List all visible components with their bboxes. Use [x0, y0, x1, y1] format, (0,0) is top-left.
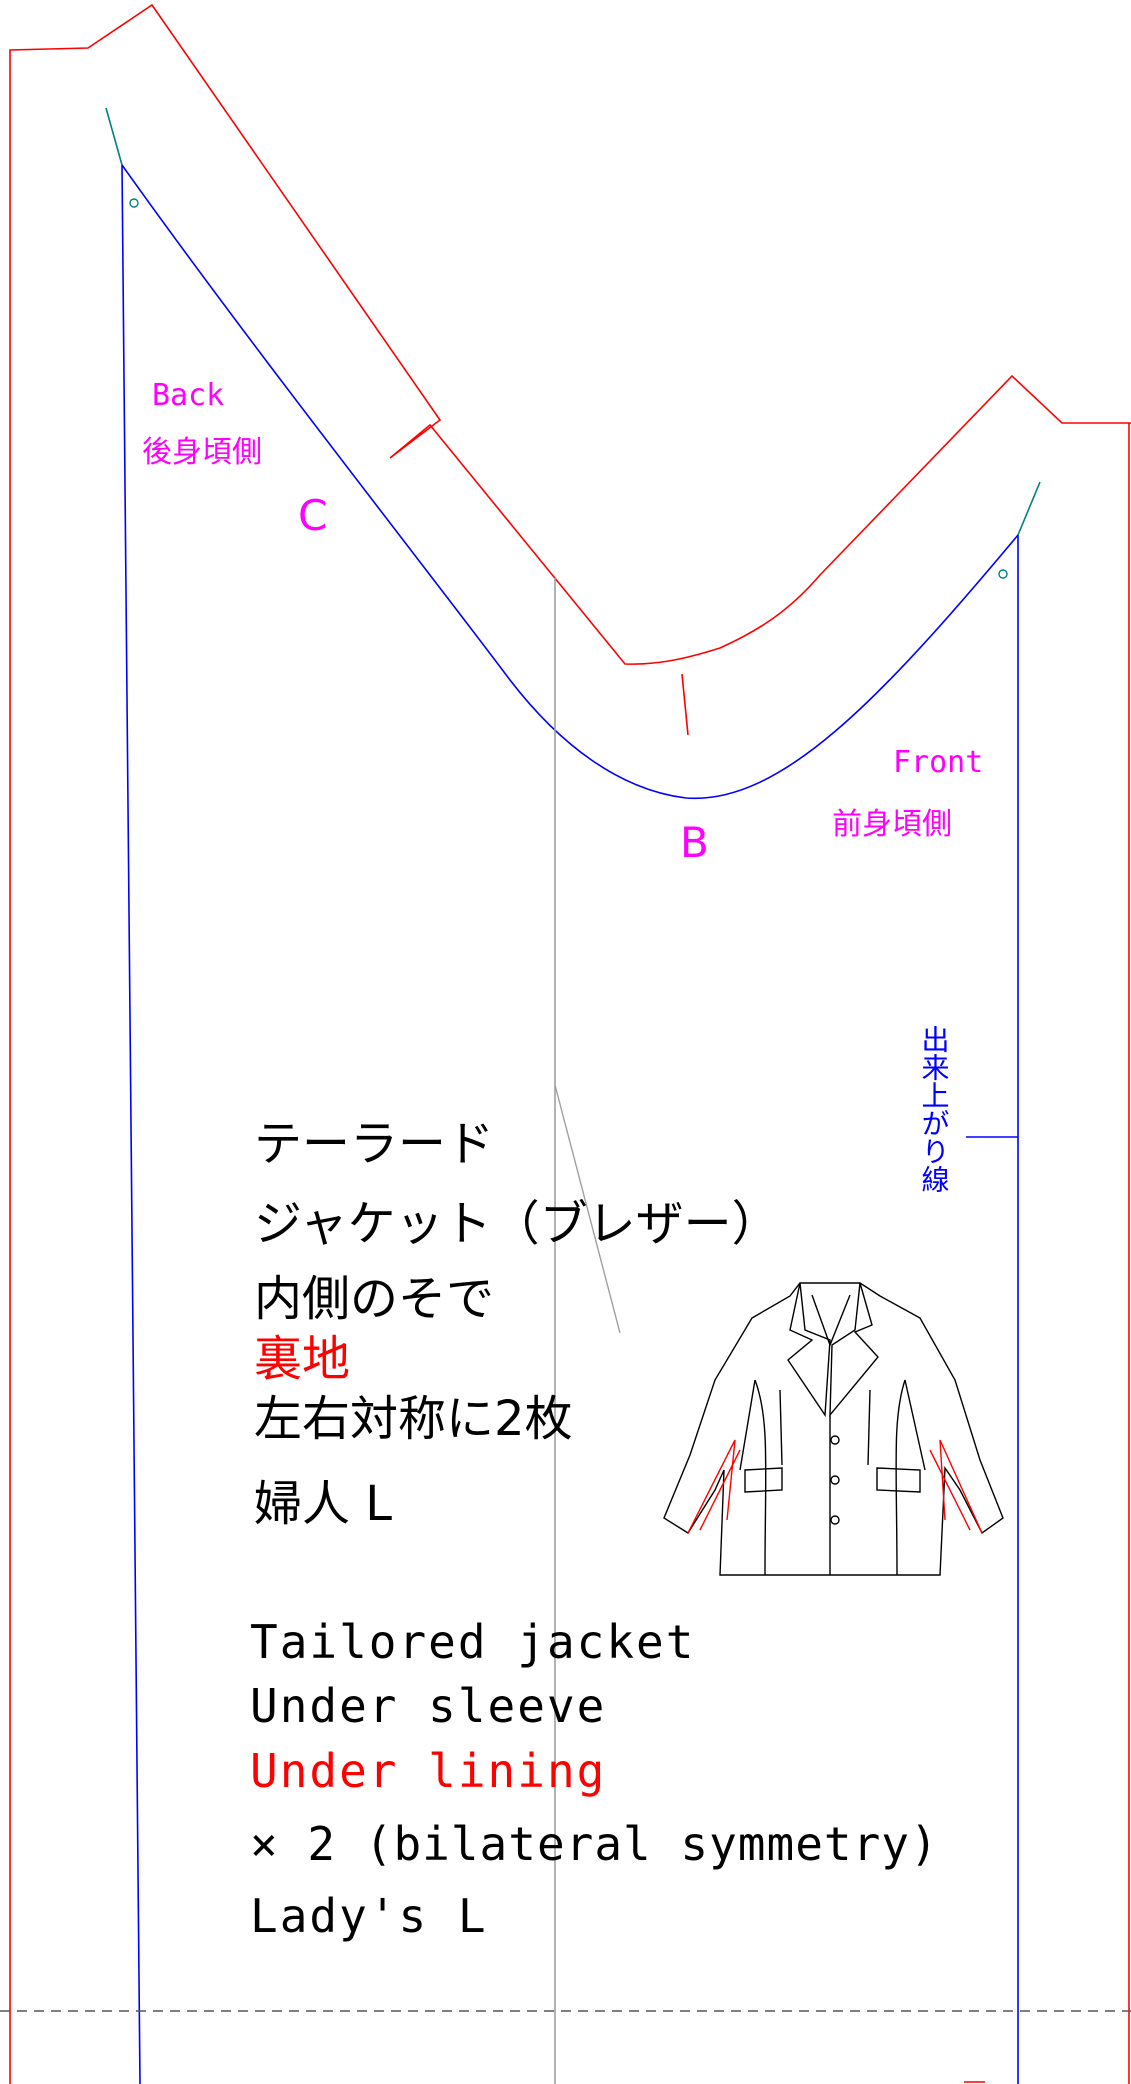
notch-mark-front — [1017, 481, 1041, 536]
tailored-jacket-icon — [663, 1282, 1004, 1576]
front-label-ja: 前身頃側 — [832, 807, 952, 842]
back-label-en: Back — [152, 378, 224, 413]
notch-dot-front — [998, 569, 1008, 579]
undersleeve-highlight — [687, 1439, 983, 1534]
title-ja-line5: 左右対称に2枚 — [254, 1391, 573, 1447]
title-en-line3: Under lining — [250, 1744, 606, 1798]
title-en-line4: × 2 (bilateral symmetry) — [250, 1817, 939, 1871]
title-ja-line1: テーラード — [254, 1116, 494, 1172]
point-c-label: C — [298, 491, 327, 540]
notch-mark-back — [105, 107, 123, 166]
title-ja-line2: ジャケット（ブレザー） — [254, 1196, 780, 1252]
finished-line-label: 出来上がり線 — [918, 1025, 951, 1193]
title-en-line2: Under sleeve — [250, 1679, 606, 1733]
title-en-line1: Tailored jacket — [250, 1615, 695, 1669]
back-label-ja: 後身頃側 — [142, 435, 262, 470]
title-ja-line3: 内側のそで — [254, 1271, 494, 1327]
grain-line-slant — [554, 1084, 621, 1334]
notch-dot-back — [129, 198, 139, 208]
title-en-line5: Lady's L — [250, 1889, 488, 1943]
title-block-ja: テーラード ジャケット（ブレザー） 内側のそで 裏地 左右対称に2枚 婦人 L — [254, 1116, 780, 1532]
title-block-en: Tailored jacket Under sleeve Under linin… — [250, 1615, 939, 1943]
cut-notch-b — [681, 673, 689, 736]
cut-line — [9, 3, 1131, 2084]
title-ja-line6: 婦人 L — [254, 1476, 392, 1532]
title-ja-line4: 裏地 — [254, 1331, 350, 1387]
finished-line — [121, 162, 1019, 2084]
front-label-en: Front — [893, 745, 983, 780]
point-b-label: B — [680, 818, 709, 867]
